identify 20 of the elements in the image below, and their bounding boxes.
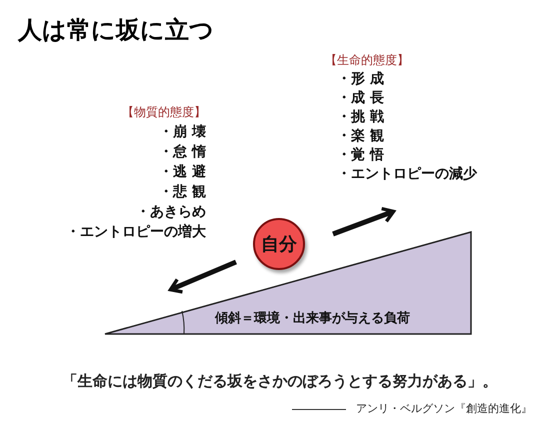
list-heading: 【生命的態度】 bbox=[325, 52, 409, 68]
quote-caption: 「生命には物質のくだる坂をさかのぼろうとする努力がある」。 bbox=[62, 372, 498, 391]
list-item: ・楽 観 bbox=[337, 127, 384, 145]
list-heading: 【物質的態度】 bbox=[122, 104, 206, 120]
citation: アンリ・ベルグソン『創造的進化』 bbox=[356, 401, 532, 416]
slope-label: 傾斜＝環境・出来事が与える負荷 bbox=[215, 310, 410, 327]
title: 人は常に坂に立つ bbox=[18, 15, 214, 46]
list-item: ・成 長 bbox=[337, 89, 384, 107]
list-item: ・エントロピーの増大 bbox=[66, 223, 206, 241]
list-item: ・エントロピーの減少 bbox=[337, 165, 477, 183]
list-item: ・悲 観 bbox=[159, 183, 206, 201]
list-item: ・あきらめ bbox=[136, 203, 206, 221]
list-item: ・形 成 bbox=[337, 70, 384, 88]
list-item: ・崩 壊 bbox=[159, 123, 206, 141]
node-label: 自分 bbox=[260, 233, 298, 257]
list-item: ・覚 悟 bbox=[337, 146, 384, 164]
list-item: ・挑 戦 bbox=[337, 108, 384, 126]
self-circle bbox=[253, 218, 305, 270]
list-item: ・逃 避 bbox=[159, 163, 206, 181]
list-item: ・怠 惰 bbox=[159, 143, 206, 161]
